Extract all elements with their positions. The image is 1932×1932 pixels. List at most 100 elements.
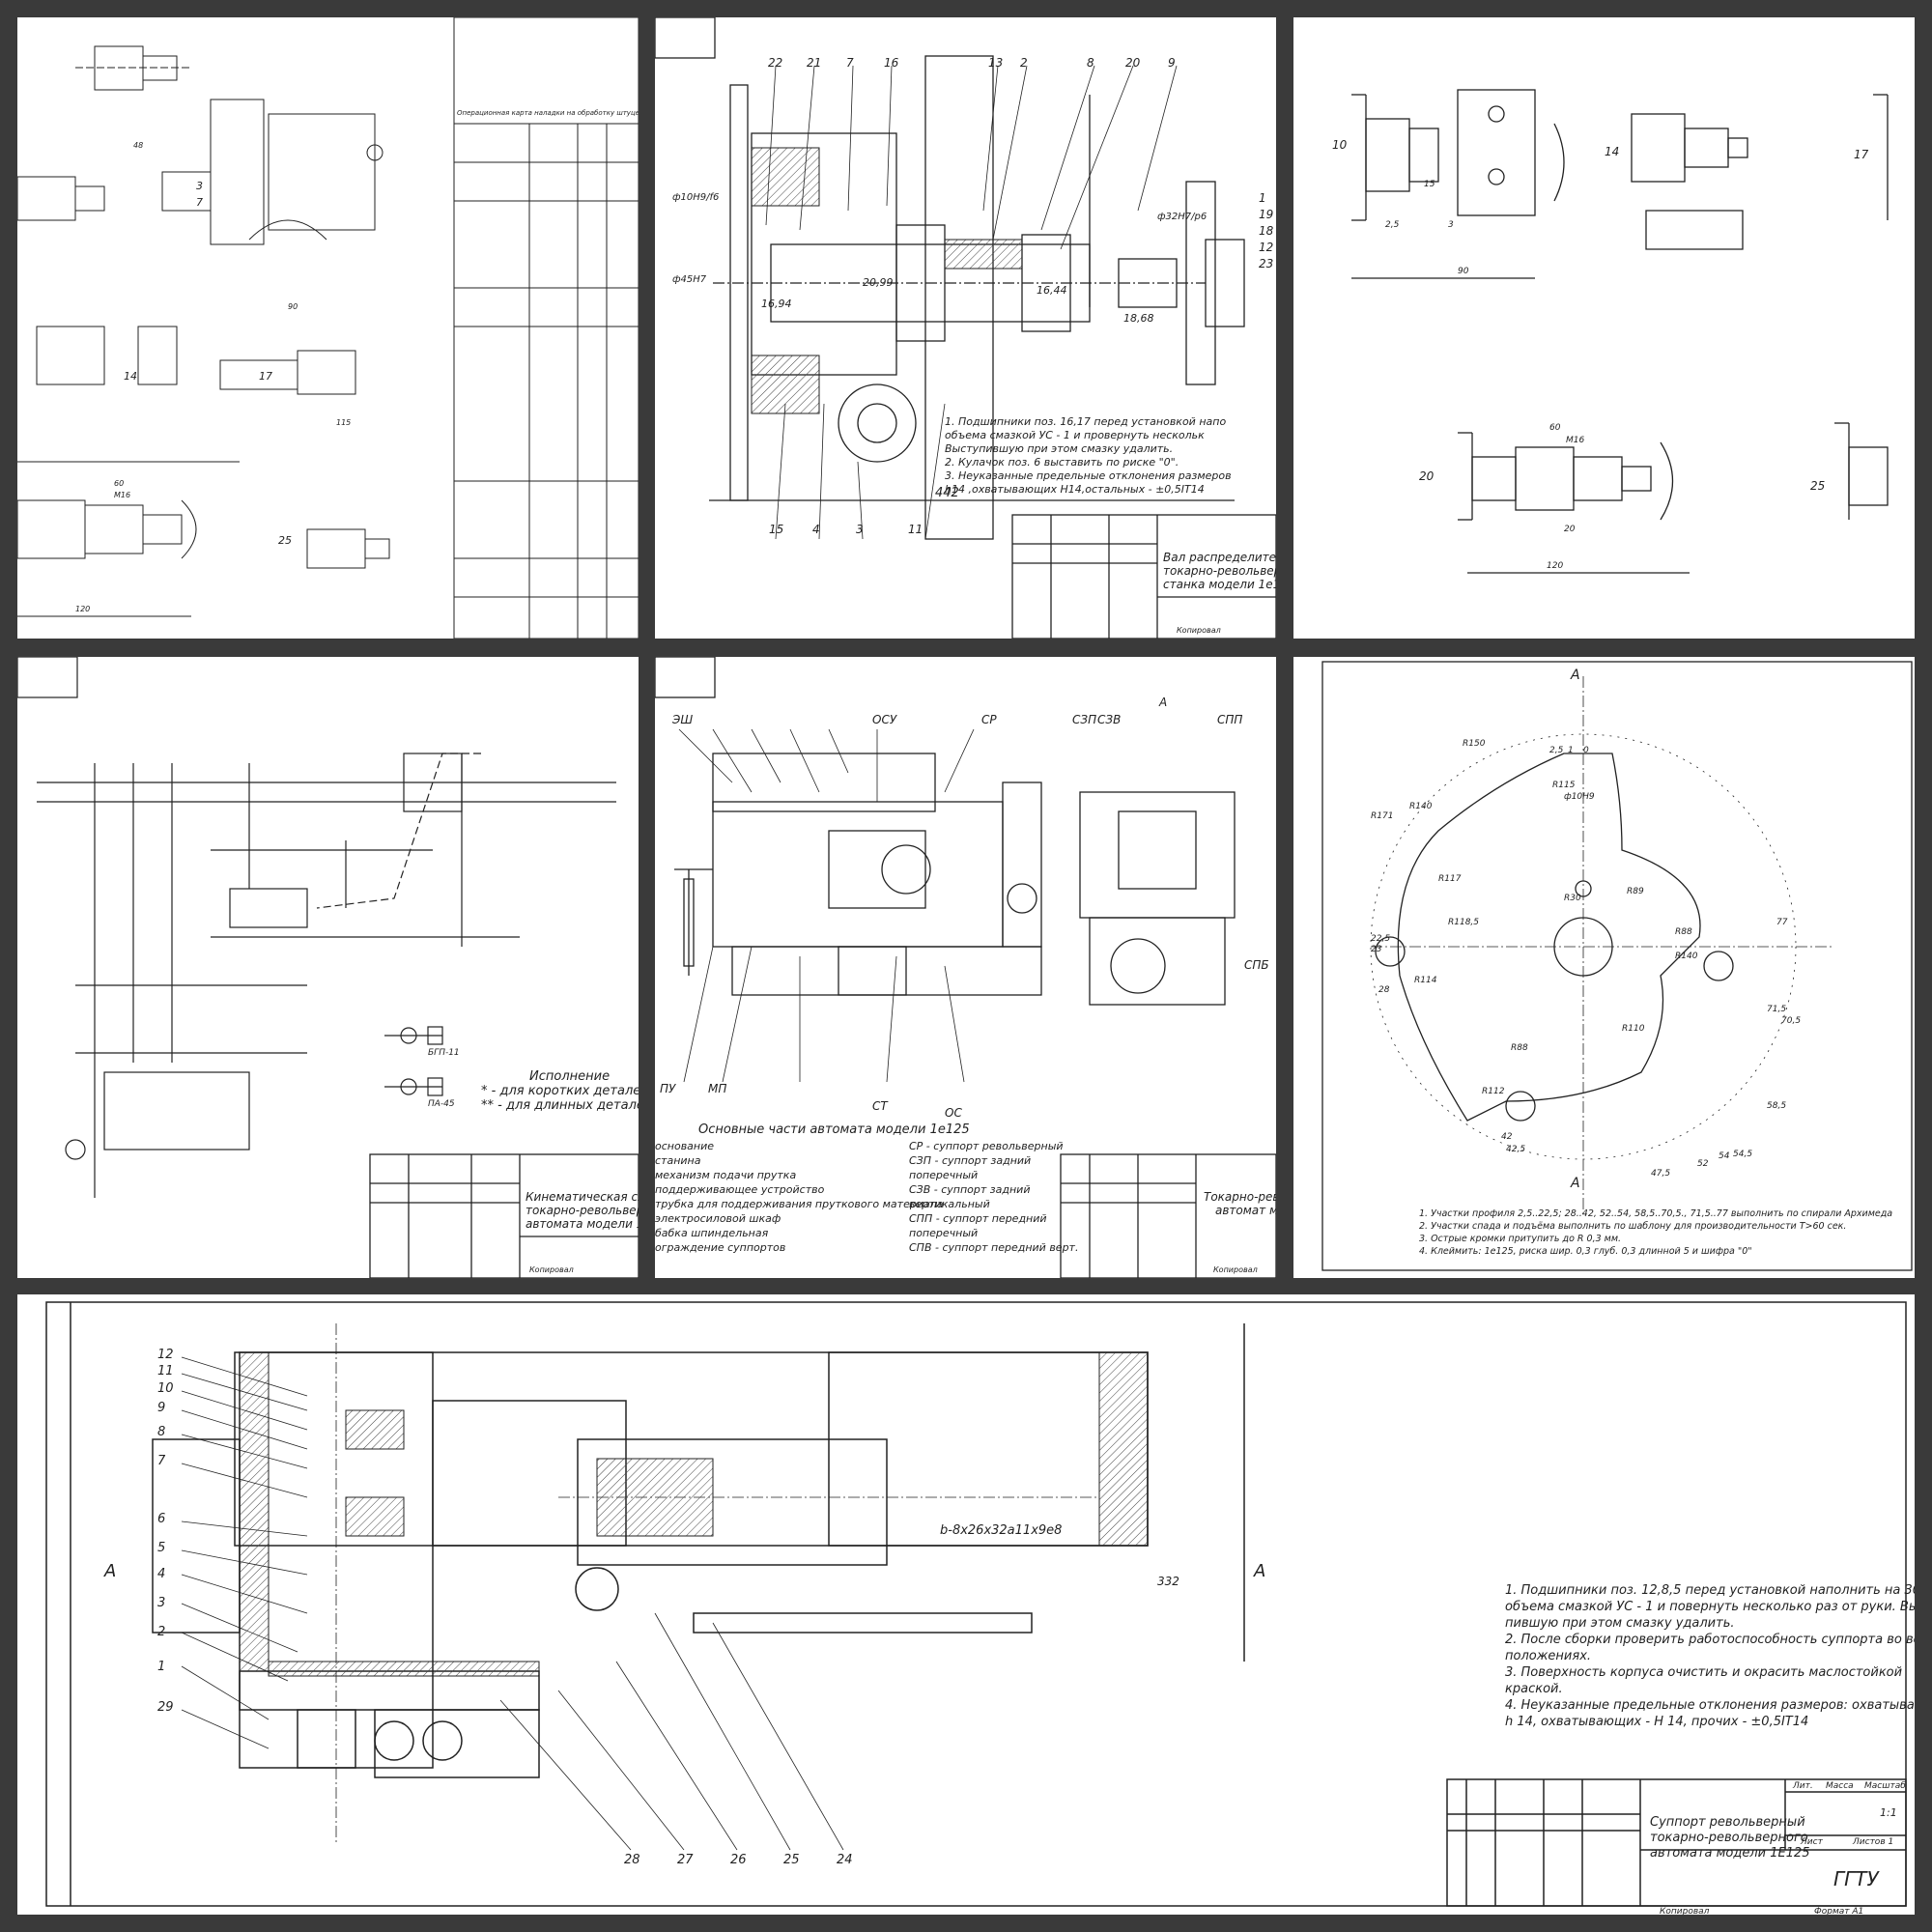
- part-code: ЭШ: [672, 713, 694, 726]
- callout-number: 7: [157, 1454, 166, 1468]
- callout-number: 16: [884, 56, 899, 70]
- camshaft-footer: Копировал: [1177, 626, 1221, 635]
- operation-card-title: Операционная карта наладки на обработку …: [457, 109, 639, 117]
- callout-number: 11: [908, 523, 923, 536]
- legend-line: СЗВ - суппорт задний: [909, 1183, 1031, 1196]
- cam-dimension: R171: [1371, 811, 1394, 821]
- callout-number: 7: [846, 56, 854, 70]
- tb-head-lit: Лит.: [1793, 1781, 1813, 1791]
- callout-number: 8: [1087, 56, 1094, 70]
- callout-number: 13: [988, 56, 1004, 70]
- legend-line: основание: [655, 1140, 715, 1152]
- cam-scale-mark: 71,5: [1767, 1005, 1787, 1014]
- cam-scale-mark: 28: [1378, 985, 1390, 995]
- dim-120: 120: [75, 605, 91, 613]
- label-3: 3: [196, 180, 203, 192]
- turret-footer: Копировал: [1660, 1907, 1710, 1915]
- part-code: СТ: [872, 1099, 888, 1113]
- callout-number: 29: [157, 1700, 174, 1715]
- camshaft-dim-10: 16,44: [1037, 284, 1067, 297]
- tb-sheet-label: Лист: [1801, 1837, 1823, 1847]
- kinematic-legend-1: * - для коротких деталей: [481, 1084, 639, 1098]
- callout-number: 19: [1259, 208, 1274, 221]
- legend-line: станина: [655, 1154, 701, 1167]
- dim-3: 3: [1448, 220, 1454, 230]
- sheet-setups: 10 14 17 20 25 15 2,5 3 90 60 M16 20 120: [1293, 17, 1915, 639]
- legend-line: бабка шпиндельная: [655, 1227, 769, 1239]
- turret-note-line: h 14, охватывающих - H 14, прочих - ±0,5…: [1505, 1715, 1809, 1729]
- cam-dimension: R30: [1564, 894, 1581, 903]
- legend-line: поперечный: [909, 1169, 979, 1181]
- dim-m16: M16: [1566, 436, 1585, 445]
- camshaft-dim-12: 18,68: [1123, 312, 1154, 325]
- turret-note-line: объема смазкой УС - 1 и повернуть нескол…: [1505, 1600, 1915, 1614]
- cam-scale-mark: 23: [1371, 945, 1382, 954]
- dim-60: 60: [1549, 423, 1561, 433]
- cam-scale-mark: 47,5: [1651, 1169, 1671, 1179]
- sheet-operation-card: Операционная карта наладки на обработку …: [17, 17, 639, 639]
- cam-scale-mark: 2,5: [1549, 746, 1564, 755]
- cam-scale-mark: 42,5: [1506, 1145, 1526, 1154]
- callout-number: 11: [157, 1364, 174, 1378]
- cam-scale-mark: 52: [1697, 1159, 1709, 1169]
- main-parts-drawing: [655, 657, 1276, 1278]
- dim-48: 48: [133, 141, 144, 150]
- spline-spec: b-8x26x32a11x9e8: [940, 1523, 1063, 1538]
- setups-drawing: [1351, 89, 1889, 574]
- part-code: МП: [708, 1082, 727, 1095]
- camshaft-title-2: токарно-револьверного: [1163, 564, 1276, 578]
- cam-dimension: R110: [1622, 1024, 1645, 1034]
- callout-number: 1: [1259, 191, 1266, 205]
- callout-number: 3: [856, 523, 864, 536]
- cam-dimension: R140: [1409, 802, 1433, 811]
- part-code: СР: [981, 713, 997, 726]
- cam-scale-mark: 42: [1501, 1132, 1513, 1142]
- part-code: СПБ: [1244, 958, 1269, 972]
- callout-number: 25: [783, 1853, 800, 1867]
- callout-number: 4: [157, 1567, 166, 1581]
- callout-number: 28: [624, 1853, 640, 1867]
- cam-dimension: R88: [1675, 927, 1692, 937]
- legend-line: СЗП - суппорт задний: [909, 1154, 1032, 1167]
- part-code: СЗВ: [1097, 713, 1122, 726]
- dim-90: 90: [1458, 267, 1469, 276]
- cam-dimension: R114: [1414, 976, 1437, 985]
- callout-number: 2: [1020, 56, 1028, 70]
- cam-dimension: R112: [1482, 1087, 1505, 1096]
- callout-number: 4: [812, 523, 820, 536]
- camshaft-dim-2: ф45H7: [672, 274, 707, 285]
- cam-scale-mark: 70,5: [1781, 1016, 1802, 1026]
- setup-17: 17: [1854, 148, 1869, 161]
- callout-number: 12: [1259, 241, 1274, 254]
- turret-note-line: 2. После сборки проверить работоспособно…: [1505, 1633, 1915, 1647]
- cam-note-line: 4. Клеймить: 1е125, риска шир. 0,3 глуб.…: [1419, 1246, 1752, 1257]
- camshaft-drawing: [655, 17, 1276, 639]
- callout-number: 3: [157, 1596, 166, 1610]
- kinematic-footer: Копировал: [529, 1265, 574, 1274]
- camshaft-note-line: объема смазкой УС - 1 и провернуть неско…: [945, 429, 1205, 441]
- kinematic-legend-2: ** - для длинных деталей: [481, 1098, 639, 1113]
- legend-line: СПП - суппорт передний: [909, 1212, 1047, 1225]
- callout-number: 18: [1259, 224, 1274, 238]
- legend-line: вертикальный: [909, 1198, 990, 1210]
- camshaft-note-line: 1. Подшипники поз. 16,17 перед установко…: [945, 415, 1227, 428]
- dim-60: 60: [114, 479, 125, 488]
- camshaft-note-line: h14 ,охватывающих H14,остальных - ±0,5IT…: [945, 483, 1205, 496]
- cam-dimension: R115: [1552, 781, 1576, 790]
- cam-scale-mark: 54: [1719, 1151, 1730, 1161]
- cam-dimension: R118,5: [1448, 918, 1480, 927]
- label-14: 14: [124, 370, 137, 383]
- cam-section-bottom: А: [1571, 1176, 1580, 1191]
- callout-number: 21: [807, 56, 822, 70]
- operation-card-drawing: [17, 17, 639, 639]
- legend-line: СПВ - суппорт передний верт.: [909, 1241, 1079, 1254]
- callout-number: 9: [1168, 56, 1176, 70]
- camshaft-note-line: Выступившую при этом смазку удалить.: [945, 442, 1174, 455]
- kinematic-legend-head: Исполнение: [529, 1069, 611, 1084]
- cam-note-line: 3. Острые кромки притупить до R 0,3 мм.: [1419, 1234, 1622, 1244]
- cam-section-top: А: [1571, 668, 1580, 683]
- cam-dimension: R140: [1675, 952, 1698, 961]
- setup-14: 14: [1605, 145, 1620, 158]
